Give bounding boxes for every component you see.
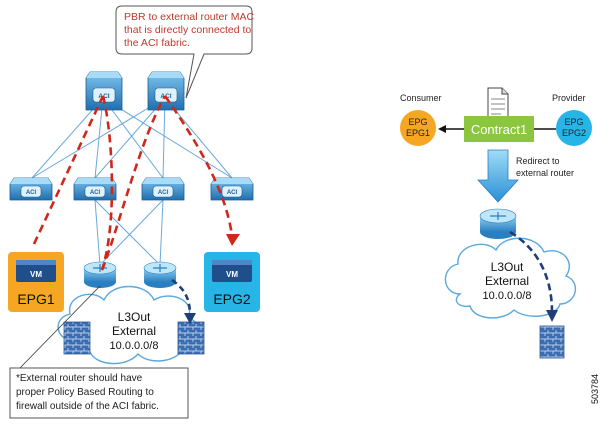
leaf-switch-3: ACI — [141, 177, 185, 201]
pbr-arrowhead-icon — [226, 234, 240, 246]
left-firewall-1-icon — [63, 321, 91, 355]
contract-box: Contract1 — [464, 116, 534, 142]
right-cloud-line1: L3Out — [491, 260, 524, 274]
redirect-line2: external router — [516, 168, 574, 178]
left-router-to-firewall-path — [171, 278, 192, 317]
callout-top-line3: the ACI fabric. — [124, 37, 190, 49]
figure-id: 503784 — [590, 374, 600, 404]
left-router-2 — [143, 261, 177, 288]
left-cloud-line1: L3Out — [118, 310, 151, 324]
redirect-line1: Redirect to — [516, 156, 560, 166]
provider-epg: EPG EPG2 — [556, 110, 592, 146]
epg1-vm-label: VM — [30, 270, 42, 279]
left-cloud: L3Out External 10.0.0.0/8 — [57, 285, 200, 365]
callout-top: PBR to external router MAC that is direc… — [115, 5, 255, 99]
left-cloud-line2: External — [112, 324, 156, 338]
leaf-3-label: ACI — [158, 190, 169, 196]
note-line1: *External router should have — [16, 373, 143, 384]
right-router-to-firewall-path — [509, 230, 554, 313]
left-router-1 — [83, 261, 117, 288]
left-firewall-arrowhead-icon — [184, 313, 196, 324]
callout-top-line2: that is directly connected to — [124, 24, 251, 36]
consumer-label: Consumer — [400, 93, 442, 103]
pbr-traffic-path — [32, 95, 234, 271]
spine-switch-1: ACI — [85, 71, 123, 111]
provider-label: Provider — [552, 93, 586, 103]
fabric-links — [31, 97, 233, 266]
right-cloud: L3Out External 10.0.0.0/8 — [444, 237, 577, 319]
contract-document-icon — [487, 87, 509, 119]
consumer-epg: EPG EPG1 — [400, 110, 436, 146]
epg1-label: EPG1 — [17, 291, 55, 307]
right-router — [479, 208, 517, 239]
epg2-vm-label: VM — [226, 270, 238, 279]
provider-epg-line2: EPG2 — [562, 128, 586, 138]
consumer-epg-line1: EPG — [408, 117, 427, 127]
epg1-box: VM EPG1 — [8, 252, 64, 312]
note-line3: firewall outside of the ACI fabric. — [16, 401, 159, 412]
leaf-1-label: ACI — [26, 190, 37, 196]
left-cloud-line3: 10.0.0.0/8 — [110, 340, 159, 352]
spine-switch-2: ACI — [147, 71, 185, 111]
right-firewall-icon — [539, 325, 565, 359]
consumer-arrowhead-icon — [438, 125, 446, 133]
redirect-arrow-icon — [477, 149, 519, 203]
contract-label: Contract1 — [471, 122, 527, 137]
right-cloud-line3: 10.0.0.0/8 — [483, 290, 532, 302]
epg2-box: VM EPG2 — [204, 252, 260, 312]
note-line2: proper Policy Based Routing to — [16, 387, 154, 398]
callout-top-line1: PBR to external router MAC — [124, 11, 255, 23]
leaf-4-label: ACI — [227, 190, 238, 196]
right-cloud-line2: External — [485, 274, 529, 288]
leaf-switch-2: ACI — [73, 177, 117, 201]
provider-epg-line1: EPG — [564, 117, 583, 127]
leaf-switch-1: ACI — [9, 177, 53, 201]
note-bottom: *External router should have proper Poli… — [9, 285, 189, 419]
epg2-label: EPG2 — [213, 291, 251, 307]
leaf-switch-4: ACI — [210, 177, 254, 201]
right-firewall-arrowhead-icon — [546, 310, 558, 322]
leaf-2-label: ACI — [90, 190, 101, 196]
consumer-epg-line2: EPG1 — [406, 128, 430, 138]
left-firewall-2-icon — [177, 321, 205, 355]
